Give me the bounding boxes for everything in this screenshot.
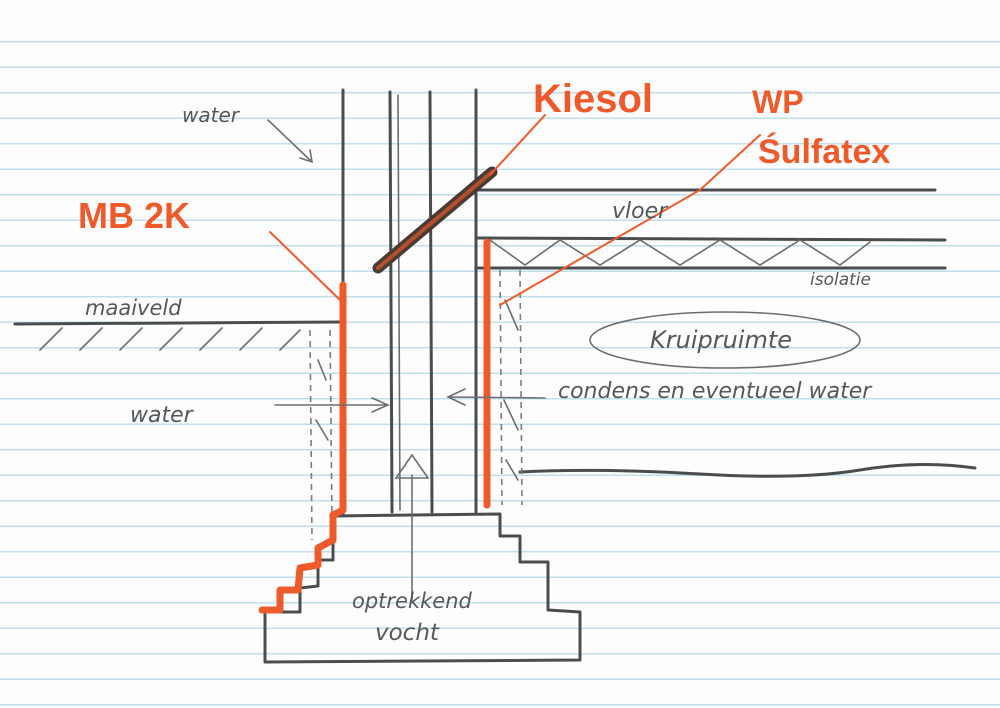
crawlspace-outline <box>589 311 861 369</box>
condens-arrow <box>446 388 546 406</box>
water-top-arrow <box>267 119 314 164</box>
label-mb2k: MB 2K <box>78 195 190 236</box>
label-vocht: vocht <box>375 620 440 646</box>
wp-leader <box>499 134 761 306</box>
label-wp: WP <box>752 84 804 120</box>
water-left-arrow <box>274 397 390 413</box>
mb2k-leader <box>269 231 341 301</box>
label-water-left: water <box>130 403 195 428</box>
floor <box>474 188 947 270</box>
rising-damp-arrow <box>394 453 430 601</box>
label-kiesol: Kiesol <box>533 77 653 121</box>
label-water-top: water <box>182 103 241 127</box>
ground-level <box>13 320 345 351</box>
label-optrekkend: optrekkend <box>352 589 473 613</box>
crawlspace-ground <box>518 462 977 478</box>
kiesol-leader <box>489 114 546 176</box>
mb2k-coating <box>258 281 347 614</box>
label-sulfatex: Śulfatex <box>758 133 890 171</box>
footing <box>263 512 582 664</box>
label-condens: condens en eventueel water <box>558 379 873 404</box>
label-maaiveld: maaiveld <box>85 296 182 320</box>
label-kruipruimte: Kruipruimte <box>650 326 792 354</box>
cavity-wall <box>341 88 478 517</box>
label-vloer: vloer <box>612 199 669 224</box>
wall-insulation <box>309 269 523 541</box>
label-isolatie: isolatie <box>810 270 871 290</box>
